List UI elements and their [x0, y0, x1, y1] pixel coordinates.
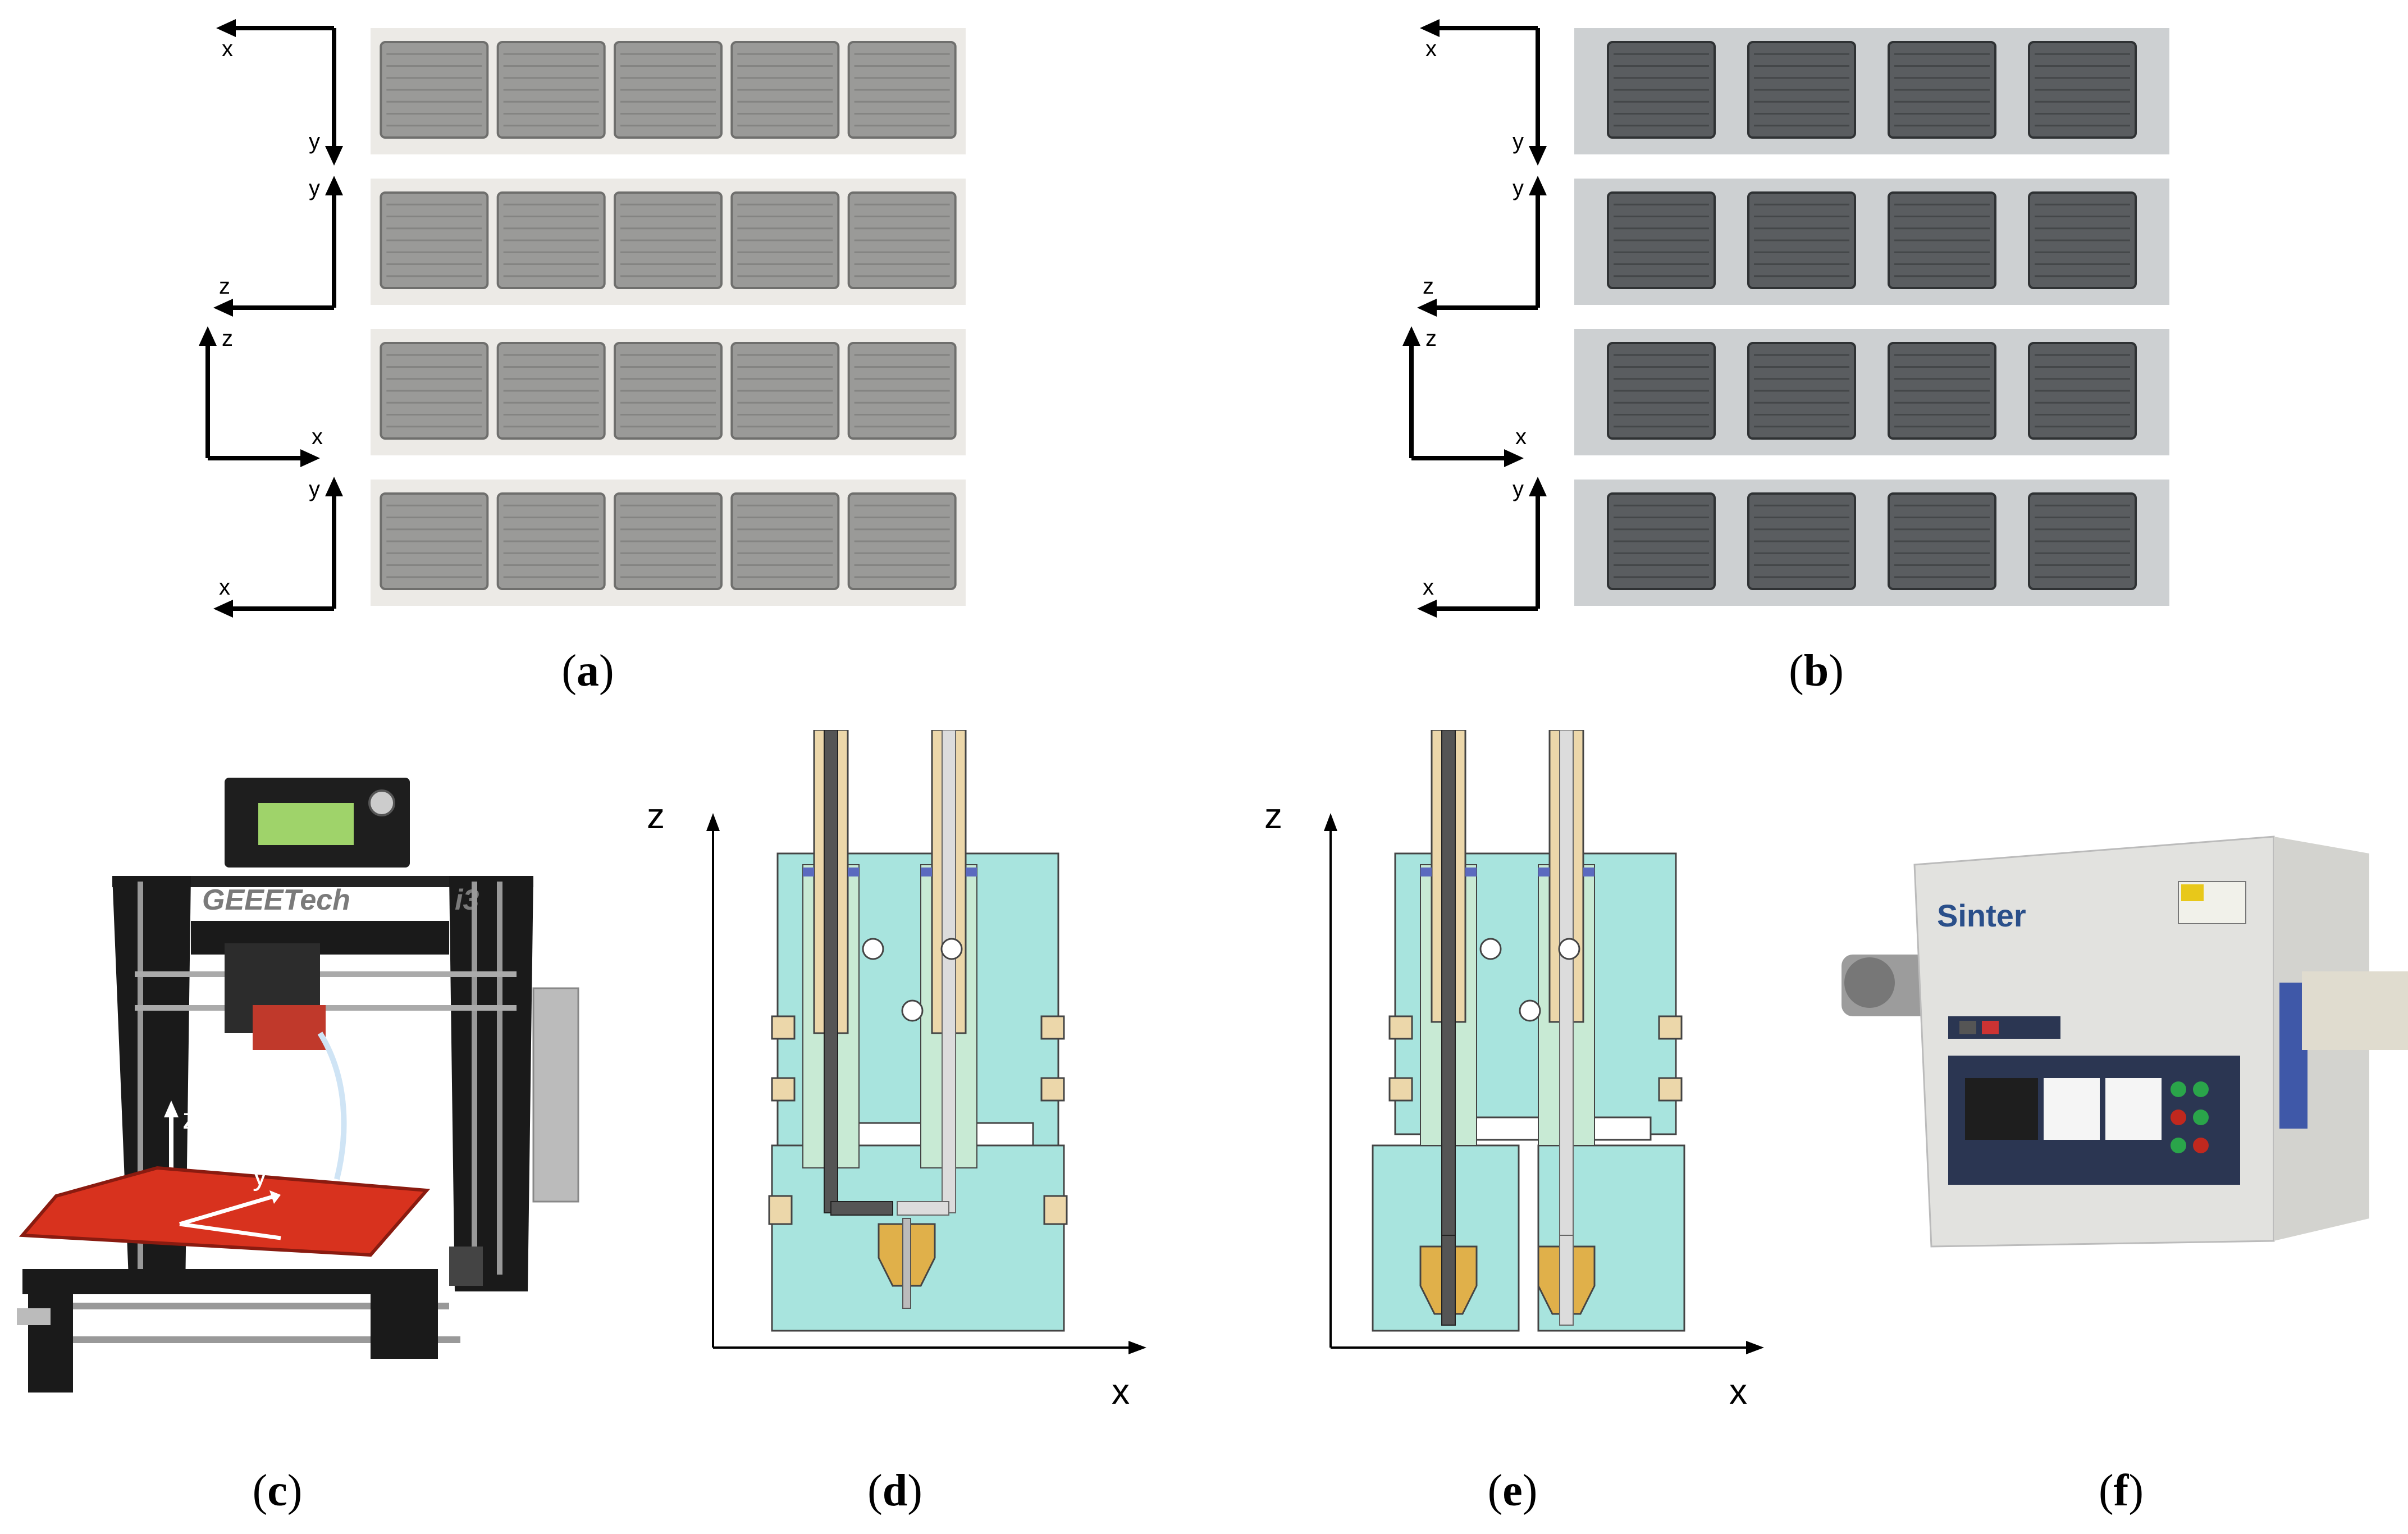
axis-label: x	[1423, 575, 1434, 600]
axis-label: y	[1513, 129, 1524, 154]
printer-axis-z: z	[182, 1103, 197, 1135]
lcd-screen	[258, 803, 354, 845]
axis-z-label-d: z	[647, 796, 665, 836]
printer-illustration: GEEETech i3 z y x	[17, 778, 579, 1393]
coordinate-axes: yx	[213, 477, 343, 618]
lcd-knob	[368, 789, 395, 816]
axis-label: y	[309, 477, 320, 501]
panel-f: Sinter	[1830, 814, 2408, 1348]
axis-label: y	[309, 129, 320, 154]
coordinate-axes: zx	[1402, 326, 1527, 467]
axis-label: y	[1513, 477, 1524, 501]
caption-a: (a)	[561, 646, 614, 696]
axis-label: y	[309, 176, 320, 200]
axis-x-label-d: x	[1112, 1371, 1130, 1412]
axis-label: x	[1515, 424, 1527, 449]
tube-furnace-illustration: Sinter	[1842, 836, 2408, 1248]
caption-b: (b)	[1789, 646, 1844, 696]
axis-label: z	[1425, 326, 1437, 351]
coordinate-axes: xy	[1420, 19, 1547, 166]
axis-label: x	[222, 36, 233, 61]
filament-light	[942, 729, 956, 1213]
nozzle-diagram-d: z x	[647, 729, 1146, 1412]
caption-c: (c)	[252, 1466, 303, 1515]
axis-z-label-e: z	[1264, 796, 1282, 836]
caption-d: (d)	[867, 1466, 922, 1515]
axis-x-label-e: x	[1729, 1371, 1747, 1412]
caption-f: (f)	[2099, 1466, 2144, 1515]
furnace-brand: Sinter	[1937, 898, 2026, 933]
axis-label: z	[219, 274, 230, 299]
axis-label: x	[312, 424, 323, 449]
nozzle-diagram-e: z x	[1264, 729, 1764, 1412]
coordinate-axes: yz	[213, 176, 343, 317]
panel-c: GEEETech i3 z y x	[0, 741, 606, 1437]
coordinate-axes: yz	[1417, 176, 1547, 317]
axis-label: x	[219, 575, 230, 600]
printer-brand-label: GEEETech	[202, 884, 350, 916]
filament-dark	[824, 729, 838, 1213]
axis-label: x	[1425, 36, 1437, 61]
axis-label: z	[222, 326, 233, 351]
coordinate-axes: xy	[216, 19, 343, 166]
panel-e: z x	[1235, 729, 1797, 1432]
axis-label: z	[1423, 274, 1434, 299]
axis-label: y	[1513, 176, 1524, 200]
coordinate-axes: yx	[1417, 477, 1547, 618]
printer-axis-y: y	[253, 1159, 267, 1191]
panel-d: z x	[618, 729, 1179, 1432]
coordinate-axes: zx	[199, 326, 323, 467]
caption-e: (e)	[1487, 1466, 1538, 1515]
